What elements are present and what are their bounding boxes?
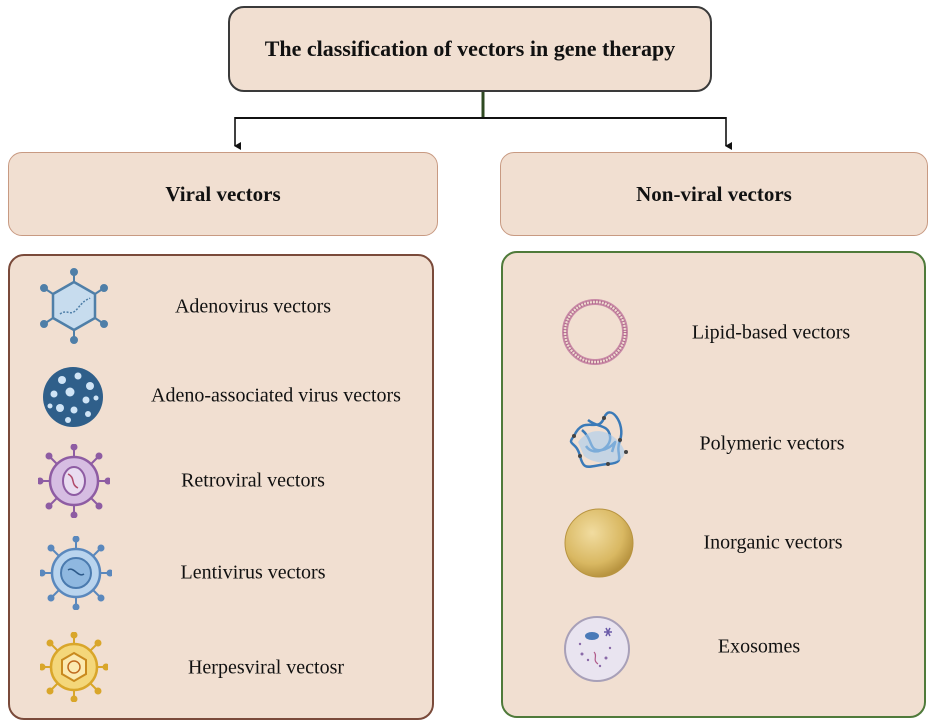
adenovirus-icon <box>40 268 108 344</box>
herpesviral-vectors-label: Herpesviral vectosr <box>187 656 345 679</box>
lentivirus-vectors-label: Lentivirus vectors <box>180 561 326 584</box>
inorganic-vectors-label: Inorganic vectors <box>703 531 843 554</box>
lipid-nanoparticle-icon <box>562 299 628 365</box>
herpesvirus-icon <box>40 632 108 702</box>
exosomes-label: Exosomes <box>717 635 801 658</box>
exosome-icon <box>564 616 630 682</box>
adenovirus-vectors-label: Adenovirus vectors <box>174 295 332 318</box>
retroviral-vectors-label: Retroviral vectors <box>181 469 325 492</box>
lentivirus-icon <box>40 536 112 610</box>
aav-vectors-label: Adeno-associated virus vectors <box>151 384 401 407</box>
non-viral-vectors-heading: Non-viral vectors <box>500 152 928 236</box>
lipid-based-vectors-label: Lipid-based vectors <box>691 321 851 344</box>
viral-vectors-heading: Viral vectors <box>8 152 438 236</box>
polymeric-vectors-label: Polymeric vectors <box>699 432 845 455</box>
polymer-icon <box>569 411 628 468</box>
retrovirus-icon <box>38 444 110 518</box>
diagram-title: The classification of vectors in gene th… <box>228 6 712 92</box>
inorganic-particle-icon <box>564 508 634 578</box>
aav-icon <box>43 367 103 427</box>
